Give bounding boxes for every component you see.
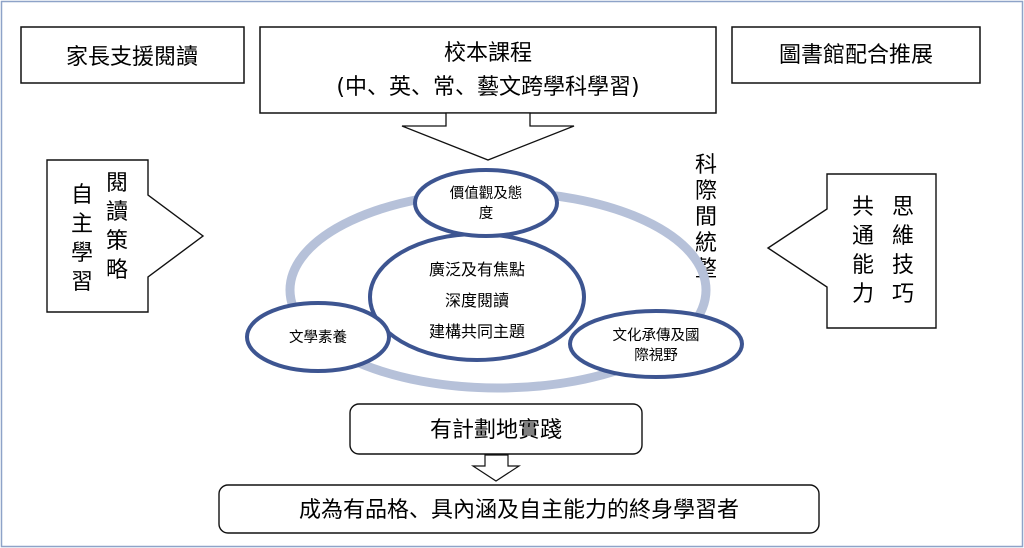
curriculum-title: 校本課程	[444, 41, 532, 66]
lifelong-learner-box: 成為有品格、具內涵及自主能力的終身學習者	[218, 484, 820, 534]
curriculum-subjects: (中、英、常、藝文跨學科學習)	[336, 75, 639, 100]
svg-text:文化承傳及國: 文化承傳及國	[613, 327, 700, 344]
center-line-3: 建構共同主題	[429, 322, 525, 341]
literature-ellipse: 文學素養	[245, 301, 391, 373]
svg-text:閱: 閱	[106, 171, 128, 196]
values-attitudes-ellipse: 價值觀及態 度	[413, 168, 559, 238]
svg-text:統: 統	[695, 231, 717, 256]
svg-text:能: 能	[852, 253, 874, 278]
svg-text:有計劃地實踐: 有計劃地實踐	[430, 418, 562, 443]
library-support-box: 圖書館配合推展	[731, 26, 981, 84]
school-curriculum-box: 校本課程 (中、英、常、藝文跨學科學習)	[259, 26, 717, 114]
svg-text:力: 力	[852, 282, 874, 307]
svg-text:技: 技	[892, 253, 914, 278]
library-support-label: 圖書館配合推展	[779, 43, 933, 68]
svg-text:維: 維	[892, 224, 914, 249]
center-line-1: 廣泛及有焦點	[429, 260, 525, 279]
svg-text:略: 略	[106, 258, 128, 283]
practice-box: 有計劃地實踐	[349, 403, 643, 455]
svg-text:度: 度	[479, 205, 494, 222]
svg-text:文學素養: 文學素養	[289, 328, 347, 346]
curriculum-down-arrow	[401, 112, 575, 161]
left-arrow-box	[46, 159, 205, 313]
svg-text:間: 間	[695, 205, 717, 230]
practice-down-arrow	[470, 454, 522, 482]
svg-text:際: 際	[695, 179, 717, 204]
svg-text:自: 自	[71, 183, 93, 208]
svg-text:學: 學	[71, 241, 93, 266]
svg-text:思: 思	[892, 195, 914, 220]
culture-vision-ellipse: 文化承傳及國 際視野	[568, 309, 744, 379]
svg-text:科: 科	[695, 153, 717, 178]
svg-text:價值觀及態: 價值觀及態	[450, 185, 523, 202]
svg-text:策: 策	[106, 229, 128, 254]
svg-text:習: 習	[71, 270, 93, 295]
svg-text:主: 主	[71, 212, 93, 237]
parent-support-box: 家長支援閱讀	[20, 26, 245, 84]
right-arrow-box	[766, 173, 937, 329]
center-line-2: 深度閱讀	[445, 291, 509, 310]
svg-text:際視野: 際視野	[634, 347, 678, 364]
svg-text:共: 共	[852, 195, 874, 220]
right-arrow-text: 思 維 技 巧 共 通 能 力	[852, 195, 914, 307]
center-ellipse: 廣泛及有焦點 深度閱讀 建構共同主題	[368, 232, 586, 362]
svg-text:讀: 讀	[106, 200, 128, 225]
left-arrow-text: 閱 讀 策 略 自 主 學 習	[71, 171, 128, 295]
parent-support-label: 家長支援閱讀	[66, 45, 198, 70]
svg-text:成為有品格、具內涵及自主能力的終身學習者: 成為有品格、具內涵及自主能力的終身學習者	[299, 498, 739, 523]
svg-text:巧: 巧	[892, 282, 914, 307]
svg-text:通: 通	[852, 224, 874, 249]
